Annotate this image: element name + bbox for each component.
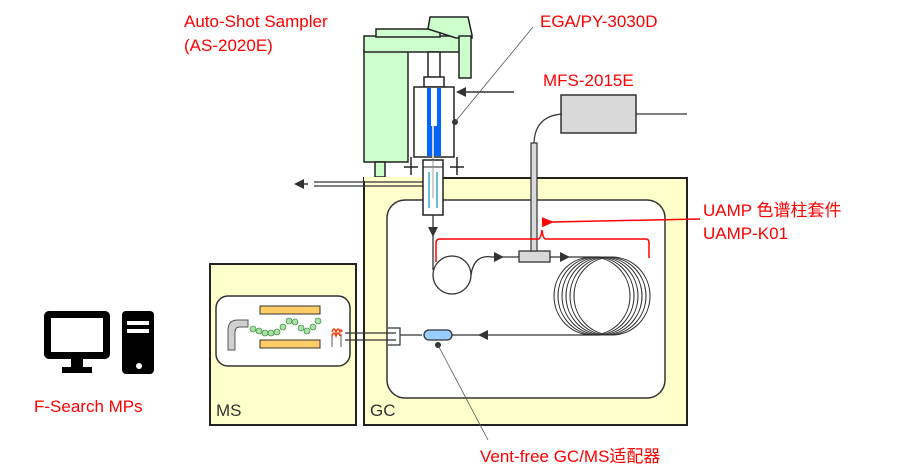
ms-unit: MS [209,263,357,426]
sampler-arm [363,35,461,53]
autoshot-label-line2: (AS-2020E) [184,36,273,55]
vent-free-adapter [423,329,453,341]
autoshot-label-line1: Auto-Shot Sampler [184,12,328,31]
ventfree-label: Vent-free GC/MS适配器 [480,447,660,466]
sampler-tab [458,35,472,79]
splitter-t-piece [518,250,551,263]
gc-label: GC [370,401,396,420]
gc-oven: GC [363,177,688,426]
quadrupole-rod-bottom [259,339,321,349]
computer-icon [44,311,154,374]
mfs-label: MFS-2015E [543,71,634,90]
uamp-label-line1: UAMP 色谱柱套件 [703,201,842,220]
mfs [530,94,687,252]
mfs-tube [530,142,538,252]
quadrupole-rod-top [259,305,321,315]
ion-stream [249,317,322,337]
split-vent-line [294,177,424,189]
mfs-box [560,94,637,134]
ion-source-icon [331,328,343,347]
sampler-head [427,16,473,39]
analytical-column-coil [553,256,651,336]
ms-label: MS [216,401,242,420]
software-label: F-Search MPs [34,397,143,416]
injector [422,159,444,216]
vent-free-leader-line [437,344,489,441]
transfer-line [345,327,401,346]
uamp-bracket [435,217,701,262]
pyrolyzer-label: EGA/PY-3030D [540,12,658,31]
detector-icon [227,319,249,351]
pyrolyzer-leader-line [454,26,534,123]
gc-oven-chamber [386,199,666,399]
pyrolyzer [404,26,534,185]
sampler-column [363,49,409,163]
sampler-foot [374,161,386,178]
uamp-label-line2: UAMP-K01 [703,224,788,243]
autoshot-sampler [363,16,473,178]
